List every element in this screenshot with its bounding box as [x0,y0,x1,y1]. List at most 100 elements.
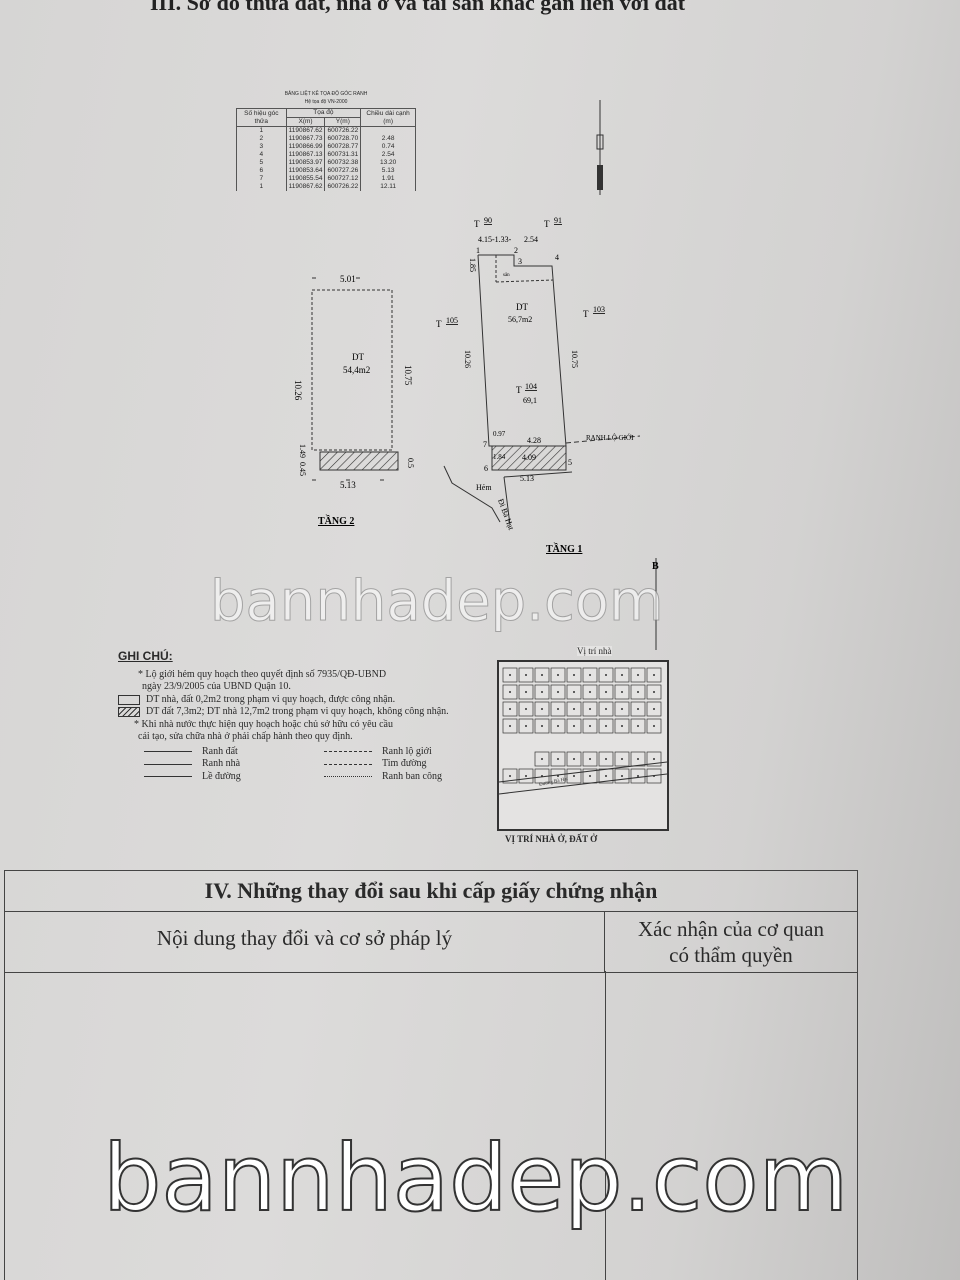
plain-swatch-icon [118,694,140,705]
map-block [630,718,646,734]
map-block [646,667,662,683]
ranh-lo-gioi-label: RANH LỘ GIỚI [586,434,634,442]
point-4: 4 [555,253,559,262]
header-length: Chiều dài cạnh (m) [360,108,416,127]
dim-513: 5.13 [520,474,534,483]
map-block [566,718,582,734]
cell-x: 1190867.13 [285,151,326,159]
cell-l: 2.54 [360,151,416,159]
map-block [646,684,662,700]
map-block [518,718,534,734]
map-block [614,768,630,784]
map-block [566,768,582,784]
lot-104: 104 [525,382,537,391]
map-block [534,684,550,700]
point-7: 7 [483,440,487,449]
map-block [566,701,582,717]
dim-top: 5.01 [340,274,356,284]
cell-l: 13.20 [360,159,416,167]
map-block [598,701,614,717]
map-block [630,701,646,717]
dim-top: 4.15-1.33- [478,235,512,244]
legend-le-duong: Lề đường [202,770,241,782]
map-block [598,751,614,767]
san-label: sân [503,273,510,278]
dim-185: 1.85 [468,258,477,272]
hatch-swatch-icon [118,707,140,718]
column-confirm-line1: Xác nhận của cơ quan [637,917,825,941]
map-block [630,751,646,767]
T-label: T [516,385,522,395]
note-4b: cải tạo, sửa chữa nhà ở phải chấp hành t… [138,731,353,742]
map-block [646,751,662,767]
map-caption: VỊ TRÍ NHÀ Ở, ĐẤT Ở [505,834,598,844]
dim-409: 4.09 [522,453,536,462]
dt-label: DT [352,352,364,362]
dim-428: 4.28 [527,436,541,445]
map-block [630,667,646,683]
cell-x: 1190866.99 [285,143,326,151]
legend-ranh-nha: Ranh nhà [202,758,241,769]
T-label: T [544,219,550,229]
T-label: T [583,309,589,319]
note-1: * Lộ giới hẻm quy hoạch theo quyết định … [138,668,387,680]
map-block [502,684,518,700]
table-subcaption: Hệ tọa độ VN-2000 [304,99,348,105]
map-block [614,667,630,683]
map-block [518,768,534,784]
point-5: 5 [568,458,572,467]
map-block [566,751,582,767]
cell-l: 2.48 [360,135,416,143]
watermark-top: bannhadep.com [210,569,665,634]
notes: GHI CHÚ: * Lộ giới hẻm quy hoạch theo qu… [118,650,498,783]
hem-label: Hẻm [476,483,492,492]
map-block [534,718,550,734]
watermark-bottom: bannhadep.com [102,1124,849,1233]
dim-sl2: 0.45 [298,462,307,476]
area-label: 54,4m2 [343,365,370,375]
cell-l: 1.91 [360,175,416,183]
map-block [550,684,566,700]
map-block [598,718,614,734]
point-1: 1 [476,246,480,255]
dim-left: 10.26 [293,380,303,401]
column-changes: Nội dung thay đổi và cơ sở pháp lý [5,912,605,972]
map-block [630,768,646,784]
legend-ranh-lo-gioi: Ranh lộ giới [382,745,432,757]
map-block [502,768,518,784]
note-3: DT đất 7,3m2; DT nhà 12,7m2 trong phạm v… [146,706,449,717]
T-label: T [436,319,442,329]
column-confirm-line2: có thẩm quyền [669,943,793,967]
T-label: T [474,219,480,229]
legend-tim-duong: Tim đường [382,758,427,769]
point-3: 3 [518,257,522,266]
lot-91: 91 [554,216,562,225]
cell-x: 1190867.62 [285,183,326,191]
map-north-arrow-icon: B [652,558,659,650]
map-block [614,751,630,767]
cell-x: 1190853.64 [285,167,326,175]
map-block [646,701,662,717]
floor2-label: TẦNG 2 [318,514,354,527]
dim-right: 10.75 [403,365,413,386]
point-6: 6 [484,464,488,473]
dim-097: 0.97 [493,430,506,438]
map-block [646,718,662,734]
header-y: Y(m) [324,117,362,127]
dim-bottom: 5.13 [340,480,356,490]
map-block [598,684,614,700]
map-block [534,667,550,683]
dim-left: 10.26 [463,350,472,368]
map-block [518,701,534,717]
header-x: X(m) [285,117,326,127]
legend-ranh-ban-cong: Ranh ban công [382,770,442,782]
map-block [518,684,534,700]
cell-l: 0.74 [360,143,416,151]
note-1b: ngày 23/9/2005 của UBND Quận 10. [142,681,291,692]
